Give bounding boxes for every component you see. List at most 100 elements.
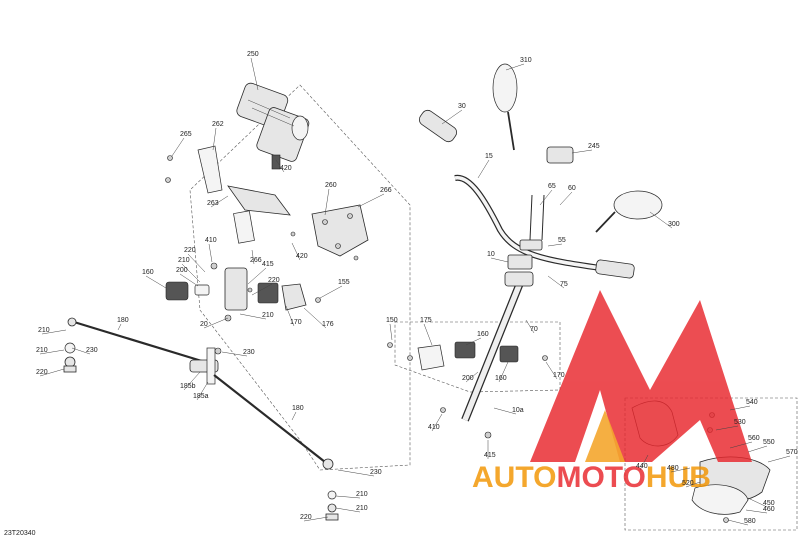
callout-leader bbox=[285, 305, 295, 327]
callout-leader bbox=[545, 361, 558, 380]
part-number-label: 170 bbox=[290, 319, 302, 326]
center-pitman-arm bbox=[189, 347, 222, 385]
callout-leader bbox=[547, 275, 565, 289]
part-number-label: 450 bbox=[763, 500, 775, 507]
part-number-label: 245 bbox=[588, 143, 600, 150]
svg-text:AUTOMOTOHUB: AUTOMOTOHUB bbox=[472, 461, 711, 494]
callout-leader bbox=[196, 381, 209, 401]
callout-leader bbox=[729, 441, 753, 449]
steering-column-support bbox=[227, 185, 291, 244]
part-number-label: 30 bbox=[458, 103, 466, 110]
throttle-switch-housing bbox=[546, 146, 574, 164]
part-number-label: 150 bbox=[386, 317, 398, 324]
steering-group-outline bbox=[189, 84, 411, 471]
part-number-label: 75 bbox=[560, 281, 568, 288]
part-number-label: 530 bbox=[734, 419, 746, 426]
callout-leader bbox=[39, 349, 65, 355]
part-number-label: 210 bbox=[178, 257, 190, 264]
callout-leader bbox=[477, 159, 490, 179]
callout-leader bbox=[319, 285, 343, 299]
steering-column bbox=[461, 271, 534, 422]
part-number-label: 170 bbox=[553, 372, 565, 379]
part-number-label: 180 bbox=[292, 405, 304, 412]
callout-leader bbox=[747, 445, 768, 453]
part-number-label: 230 bbox=[243, 349, 255, 356]
part-number-label: 10a bbox=[512, 407, 524, 414]
callout-leader bbox=[357, 193, 385, 208]
callout-leader bbox=[670, 467, 691, 473]
tie-rod-left bbox=[63, 317, 206, 373]
callout-leader bbox=[465, 337, 482, 346]
callout-leader bbox=[171, 137, 185, 157]
callout-leader bbox=[41, 329, 67, 335]
part-number-label: 20 bbox=[200, 321, 208, 328]
motor-mount-bracket bbox=[165, 145, 223, 194]
part-number-label: 570 bbox=[786, 449, 798, 456]
bracket-group-outline bbox=[394, 321, 561, 393]
callout-leader bbox=[250, 57, 259, 91]
part-number-label: 200 bbox=[462, 375, 474, 382]
part-number-label: 420 bbox=[296, 253, 308, 260]
callout-leader bbox=[247, 267, 267, 285]
part-number-label: 262 bbox=[212, 121, 224, 128]
part-number-label: 210 bbox=[36, 347, 48, 354]
part-number-label: 230 bbox=[370, 469, 382, 476]
part-number-label: 220 bbox=[268, 277, 280, 284]
part-number-label: 460 bbox=[763, 506, 775, 513]
part-number-label: 200 bbox=[176, 267, 188, 274]
part-number-label: 266 bbox=[380, 187, 392, 194]
callout-leader bbox=[431, 413, 443, 432]
part-number-label: 540 bbox=[746, 399, 758, 406]
callout-leader bbox=[335, 495, 361, 499]
part-number-label: 520 bbox=[682, 480, 694, 487]
part-number-label: 420 bbox=[280, 165, 292, 172]
callout-leader bbox=[559, 191, 573, 206]
callout-leader bbox=[498, 361, 509, 383]
watermark-word-hub: HUB bbox=[646, 461, 711, 494]
part-number-label: 185a bbox=[193, 393, 209, 400]
column-brackets bbox=[387, 341, 548, 439]
part-number-label: 160 bbox=[142, 269, 154, 276]
callout-leader bbox=[571, 149, 593, 154]
callout-leader bbox=[39, 368, 65, 377]
left-mirror bbox=[492, 63, 518, 151]
callout-leader bbox=[251, 249, 255, 265]
callout-leader bbox=[337, 469, 375, 477]
part-number-label: 550 bbox=[763, 439, 775, 446]
callout-leader bbox=[745, 509, 768, 514]
callout-leader bbox=[715, 425, 739, 431]
part-number-label: 155 bbox=[338, 279, 350, 286]
callout-leader bbox=[239, 313, 267, 320]
part-number-label: 410 bbox=[205, 237, 217, 244]
callout-leader bbox=[747, 497, 768, 508]
callout-leader bbox=[181, 263, 201, 283]
part-number-label: 266 bbox=[250, 257, 262, 264]
callout-leader bbox=[71, 347, 91, 355]
part-number-label: 310 bbox=[520, 57, 532, 64]
callout-leader bbox=[324, 188, 330, 216]
callout-leader bbox=[212, 127, 217, 151]
part-number-label: 415 bbox=[262, 261, 274, 268]
callout-leader bbox=[303, 307, 327, 329]
part-number-label: 560 bbox=[748, 435, 760, 442]
support-plate bbox=[290, 204, 369, 261]
part-number-label: 410 bbox=[428, 424, 440, 431]
callout-leader bbox=[187, 253, 206, 273]
callout-leader bbox=[179, 273, 199, 287]
callout-leader bbox=[441, 109, 463, 125]
part-number-label: 480 bbox=[667, 465, 679, 472]
part-number-label: 250 bbox=[247, 51, 259, 58]
watermark-word-moto: MOTO bbox=[556, 461, 645, 494]
callout-leader bbox=[221, 351, 248, 357]
part-number-label: 265 bbox=[180, 131, 192, 138]
callout-leader bbox=[547, 243, 563, 247]
part-number-label: 220 bbox=[300, 514, 312, 521]
part-number-label: 415 bbox=[484, 452, 496, 459]
callout-leader bbox=[639, 454, 649, 471]
part-number-label: 65 bbox=[548, 183, 556, 190]
callout-leader bbox=[729, 405, 751, 411]
callout-leader bbox=[291, 411, 297, 421]
handlebar-clamp bbox=[507, 194, 545, 270]
part-number-label: 210 bbox=[356, 505, 368, 512]
